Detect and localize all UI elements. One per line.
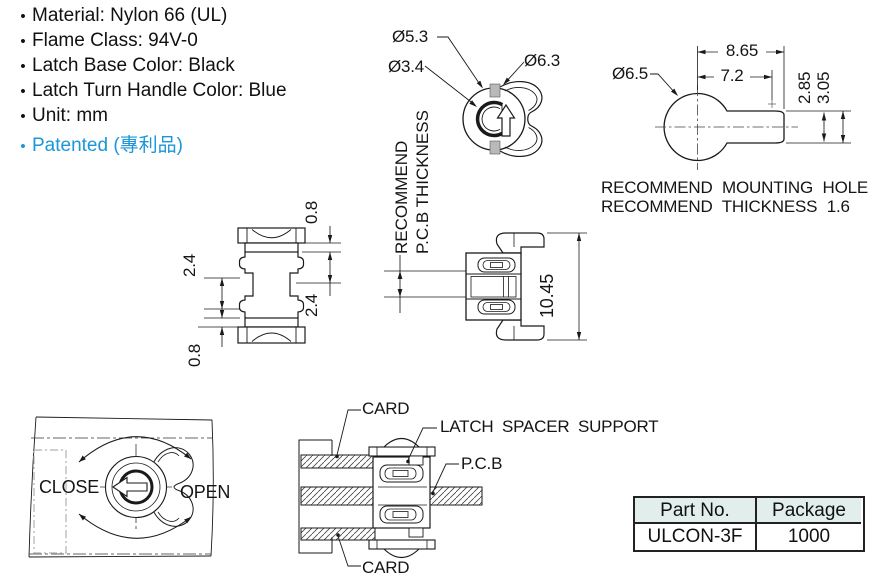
dim-label-dia-6-3: Ø6.3 (524, 51, 561, 70)
dim-label-8-65: 8.65 (718, 41, 766, 61)
card-top-label: CARD (362, 399, 410, 418)
table-row: ULCON-3F 1000 (635, 524, 863, 550)
spec-item-handle-color: Latch Turn Handle Color: Blue (14, 80, 287, 105)
bullet-icon (14, 8, 32, 25)
dim-label-dia-5-3: Ø5.3 (392, 27, 429, 46)
spec-text: Patented (專利品) (32, 135, 183, 156)
spec-text: Latch Base Color: Black (32, 55, 235, 76)
dim-label-dia-6-5: Ø6.5 (612, 64, 649, 83)
open-label: OPEN (180, 482, 231, 502)
rotation-arrows (78, 436, 192, 539)
note-thickness: RECOMMEND THICKNESS 1.6 (601, 197, 850, 216)
dim-label-dia-3-4: Ø3.4 (388, 57, 425, 76)
dim-label-2-85: 2.85 (795, 71, 814, 104)
leader-arrowheads (469, 77, 510, 107)
table-cell-part-no: ULCON-3F (635, 524, 757, 550)
bullet-icon (14, 58, 32, 75)
top-view-drawing (384, 36, 543, 313)
order-table: Part No. Package ULCON-3F 1000 (633, 496, 865, 552)
spec-text: Flame Class: 94V-0 (32, 30, 198, 51)
dim-label-10-45: 10.45 (537, 273, 557, 318)
note-pcb-thickness: RECOMMEND P.C.B THICKNESS (392, 110, 432, 254)
card-bottom-label: CARD (362, 558, 410, 577)
spec-item-unit: Unit: mm (14, 105, 287, 130)
bullet-icon (14, 138, 32, 155)
bullet-icon (14, 108, 32, 125)
spec-item-patented: Patented (專利品) (14, 130, 287, 156)
dim-label-3-05: 3.05 (814, 71, 833, 104)
spec-text: Material: Nylon 66 (UL) (32, 5, 228, 26)
side-view-drawing (465, 232, 587, 341)
dim-label-2-4-left: 2.4 (180, 253, 199, 277)
bullet-icon (14, 33, 32, 50)
spec-text: Latch Turn Handle Color: Blue (32, 80, 287, 101)
table-header-row: Part No. Package (635, 498, 863, 524)
table-header-package: Package (757, 498, 861, 524)
spec-item-flame-class: Flame Class: 94V-0 (14, 30, 287, 55)
close-label: CLOSE (39, 477, 100, 497)
note-mounting-hole: RECOMMEND MOUNTING HOLE (601, 178, 869, 197)
table-header-part-no: Part No. (635, 498, 757, 524)
dim-label-0-8-top: 0.8 (302, 200, 321, 224)
dim-label-7-2: 7.2 (714, 66, 750, 86)
spec-item-material: Material: Nylon 66 (UL) (14, 5, 287, 30)
assembly-drawing (298, 409, 483, 567)
latch-spacer-support-label: LATCH SPACER SUPPORT (440, 417, 659, 436)
spec-list: Material: Nylon 66 (UL) Flame Class: 94V… (14, 5, 287, 156)
mounting-hole-drawing (650, 46, 851, 170)
front-view-drawing (198, 226, 341, 347)
spec-text: Unit: mm (32, 105, 108, 126)
pcb-label: P.C.B (461, 454, 503, 473)
dim-label-0-8-bottom: 0.8 (185, 343, 204, 367)
dim-label-2-4-right: 2.4 (302, 293, 321, 317)
bullet-icon (14, 83, 32, 100)
table-cell-package: 1000 (787, 526, 831, 547)
spec-item-base-color: Latch Base Color: Black (14, 55, 287, 80)
operation-view-drawing (28, 416, 214, 558)
